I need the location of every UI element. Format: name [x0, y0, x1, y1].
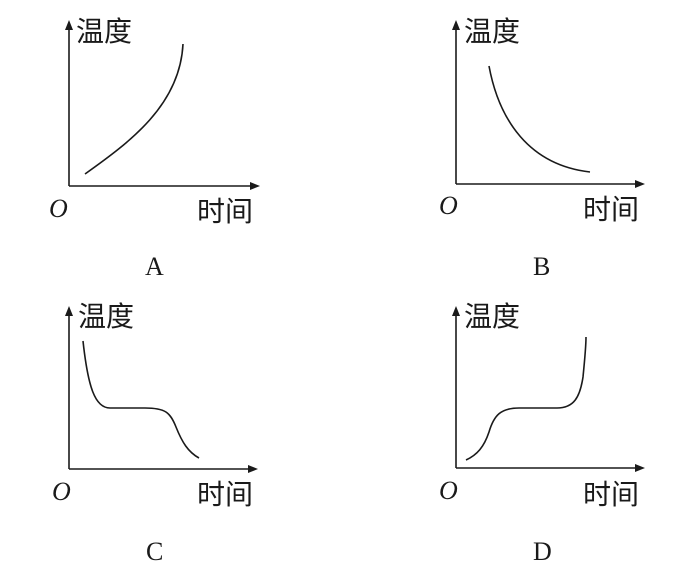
y-axis-label: 温度 [464, 15, 521, 48]
x-axis-arrow [248, 465, 258, 473]
graph-a-plot [65, 20, 260, 190]
y-axis-label: 温度 [78, 300, 135, 333]
x-axis-arrow [635, 180, 645, 188]
graph-b-plot [452, 20, 645, 188]
option-letter: D [533, 537, 552, 566]
option-letter: B [533, 252, 551, 281]
origin-label: O [49, 194, 68, 223]
x-axis-label: 时间 [583, 478, 640, 511]
y-axis-label: 温度 [76, 15, 133, 48]
y-axis-arrow [65, 20, 73, 30]
x-axis-arrow [250, 182, 260, 190]
curve-cooling-plateau [82, 340, 200, 459]
x-axis-label: 时间 [197, 478, 254, 511]
y-axis-arrow [452, 306, 460, 316]
y-axis-arrow [65, 306, 73, 316]
graph-d: 温度 O 时间 D [349, 287, 698, 574]
option-letter: A [145, 252, 164, 281]
curve-rising [84, 43, 184, 175]
origin-label: O [439, 476, 458, 505]
graph-a: 温度 O 时间 A [0, 0, 349, 287]
x-axis-arrow [635, 464, 645, 472]
curve-falling [488, 65, 591, 173]
origin-label: O [439, 191, 458, 220]
graph-b: 温度 O 时间 B [349, 0, 698, 287]
origin-label: O [52, 477, 71, 506]
y-axis-arrow [452, 20, 460, 30]
x-axis-label: 时间 [197, 195, 254, 228]
y-axis-label: 温度 [464, 300, 521, 333]
option-letter: C [146, 537, 164, 566]
graph-d-plot [452, 306, 645, 472]
graph-c: 温度 O 时间 C [0, 287, 349, 574]
curve-heating-plateau [465, 336, 587, 461]
x-axis-label: 时间 [583, 193, 640, 226]
graph-c-plot [65, 306, 258, 473]
